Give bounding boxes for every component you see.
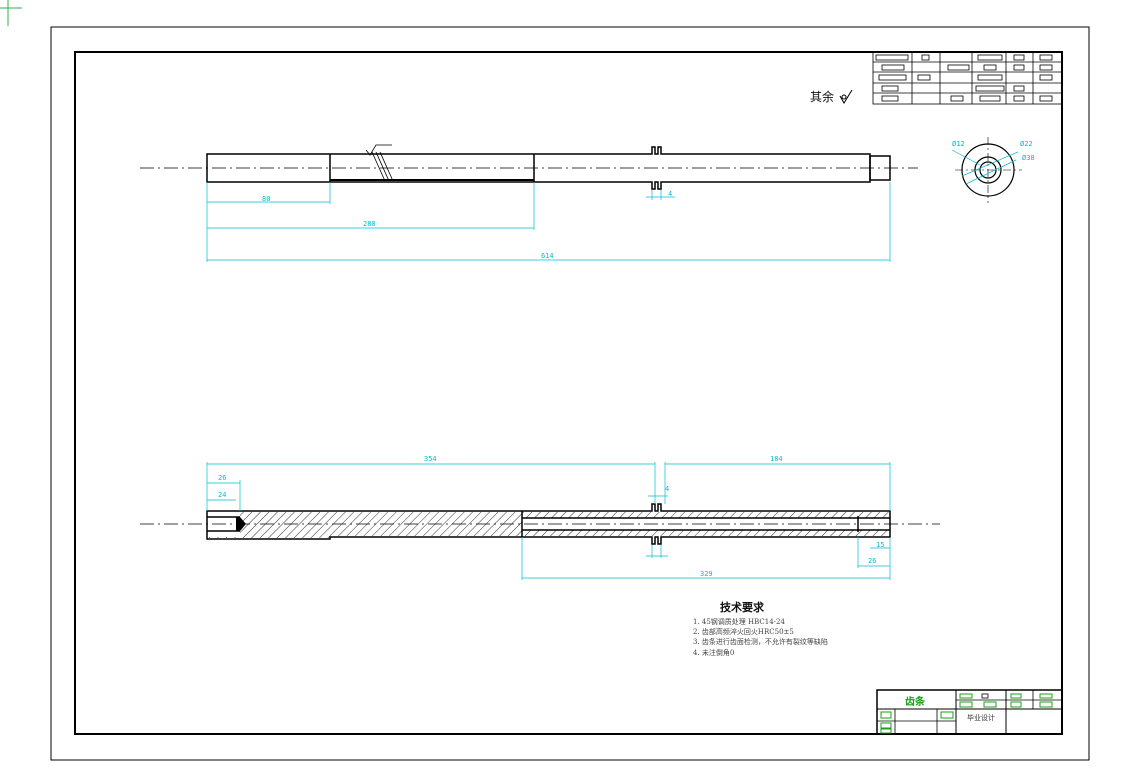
- roughness-symbol-icon: [839, 89, 853, 104]
- dim-329: 329: [700, 570, 713, 578]
- dim-24: 24: [218, 491, 226, 499]
- revision-table: [872, 51, 1063, 105]
- dim-184: 184: [770, 455, 783, 463]
- dim-groove-width: 4: [668, 190, 672, 198]
- part-name: 齿条: [905, 695, 926, 708]
- section-break-mark: [371, 151, 394, 182]
- tech-item-3: 3. 齿条进行齿面检测，不允许有裂纹等缺陷: [693, 637, 828, 646]
- dim-80: 80: [262, 195, 270, 203]
- corner-crosshair: [0, 0, 22, 26]
- end-view: Ø12 Ø22 Ø38: [951, 137, 1035, 203]
- dim-15: 15: [876, 541, 884, 549]
- tech-heading: 技术要求: [720, 600, 765, 614]
- tech-item-2: 2. 齿部高频淬火回火HRC50±5: [693, 627, 794, 636]
- dim-614: 614: [541, 252, 554, 260]
- dim-dia-12: Ø12: [952, 140, 965, 148]
- dim-groove: 4: [665, 485, 669, 493]
- technical-requirements: 技术要求 1. 45钢调质处理 HBC14-24 2. 齿部高频淬火回火HRC5…: [693, 600, 828, 657]
- dim-26-top: 26: [218, 474, 226, 482]
- bottom-section-view: 354 184 26 24 4 329 15 26: [140, 455, 940, 580]
- surface-finish-icon: [365, 144, 392, 156]
- title-block: 齿条 毕业设计: [876, 689, 1063, 735]
- project-label: 毕业设计: [967, 713, 995, 722]
- outer-sheet-border: [50, 26, 1090, 761]
- dim-dia-38: Ø38: [1022, 154, 1035, 162]
- drill-point: [236, 517, 246, 531]
- dim-dia-22: Ø22: [1020, 140, 1033, 148]
- tech-item-1: 1. 45钢调质处理 HBC14-24: [693, 617, 785, 626]
- tech-item-4: 4. 未注倒角0: [693, 648, 734, 657]
- dim-26-right: 26: [868, 557, 876, 565]
- hatched-region: [207, 512, 522, 538]
- top-view: 80 280 614 4: [140, 144, 918, 262]
- dim-354: 354: [424, 455, 437, 463]
- roughness-note: 其余: [810, 89, 834, 104]
- dim-280: 280: [363, 220, 376, 228]
- inner-frame-border: [74, 51, 1063, 735]
